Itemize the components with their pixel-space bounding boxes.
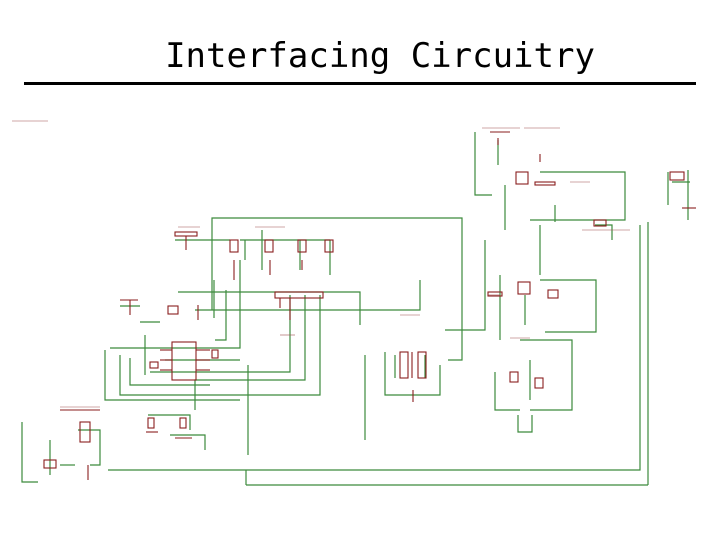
input-jack: [79, 421, 91, 443]
slide-title: Interfacing Circuitry: [165, 36, 595, 76]
output-connector: [669, 171, 685, 181]
component-label-marks: [60, 127, 630, 408]
component-symbols: [43, 131, 696, 480]
wire-net: [21, 132, 690, 486]
main-ic: [171, 341, 197, 381]
header-connector: [174, 231, 198, 237]
transformer-coil: [399, 351, 409, 379]
schematic-diagram: [12, 120, 696, 486]
title-underline: [24, 82, 696, 85]
pin-header: [274, 291, 324, 299]
voltage-regulator: [515, 171, 529, 185]
